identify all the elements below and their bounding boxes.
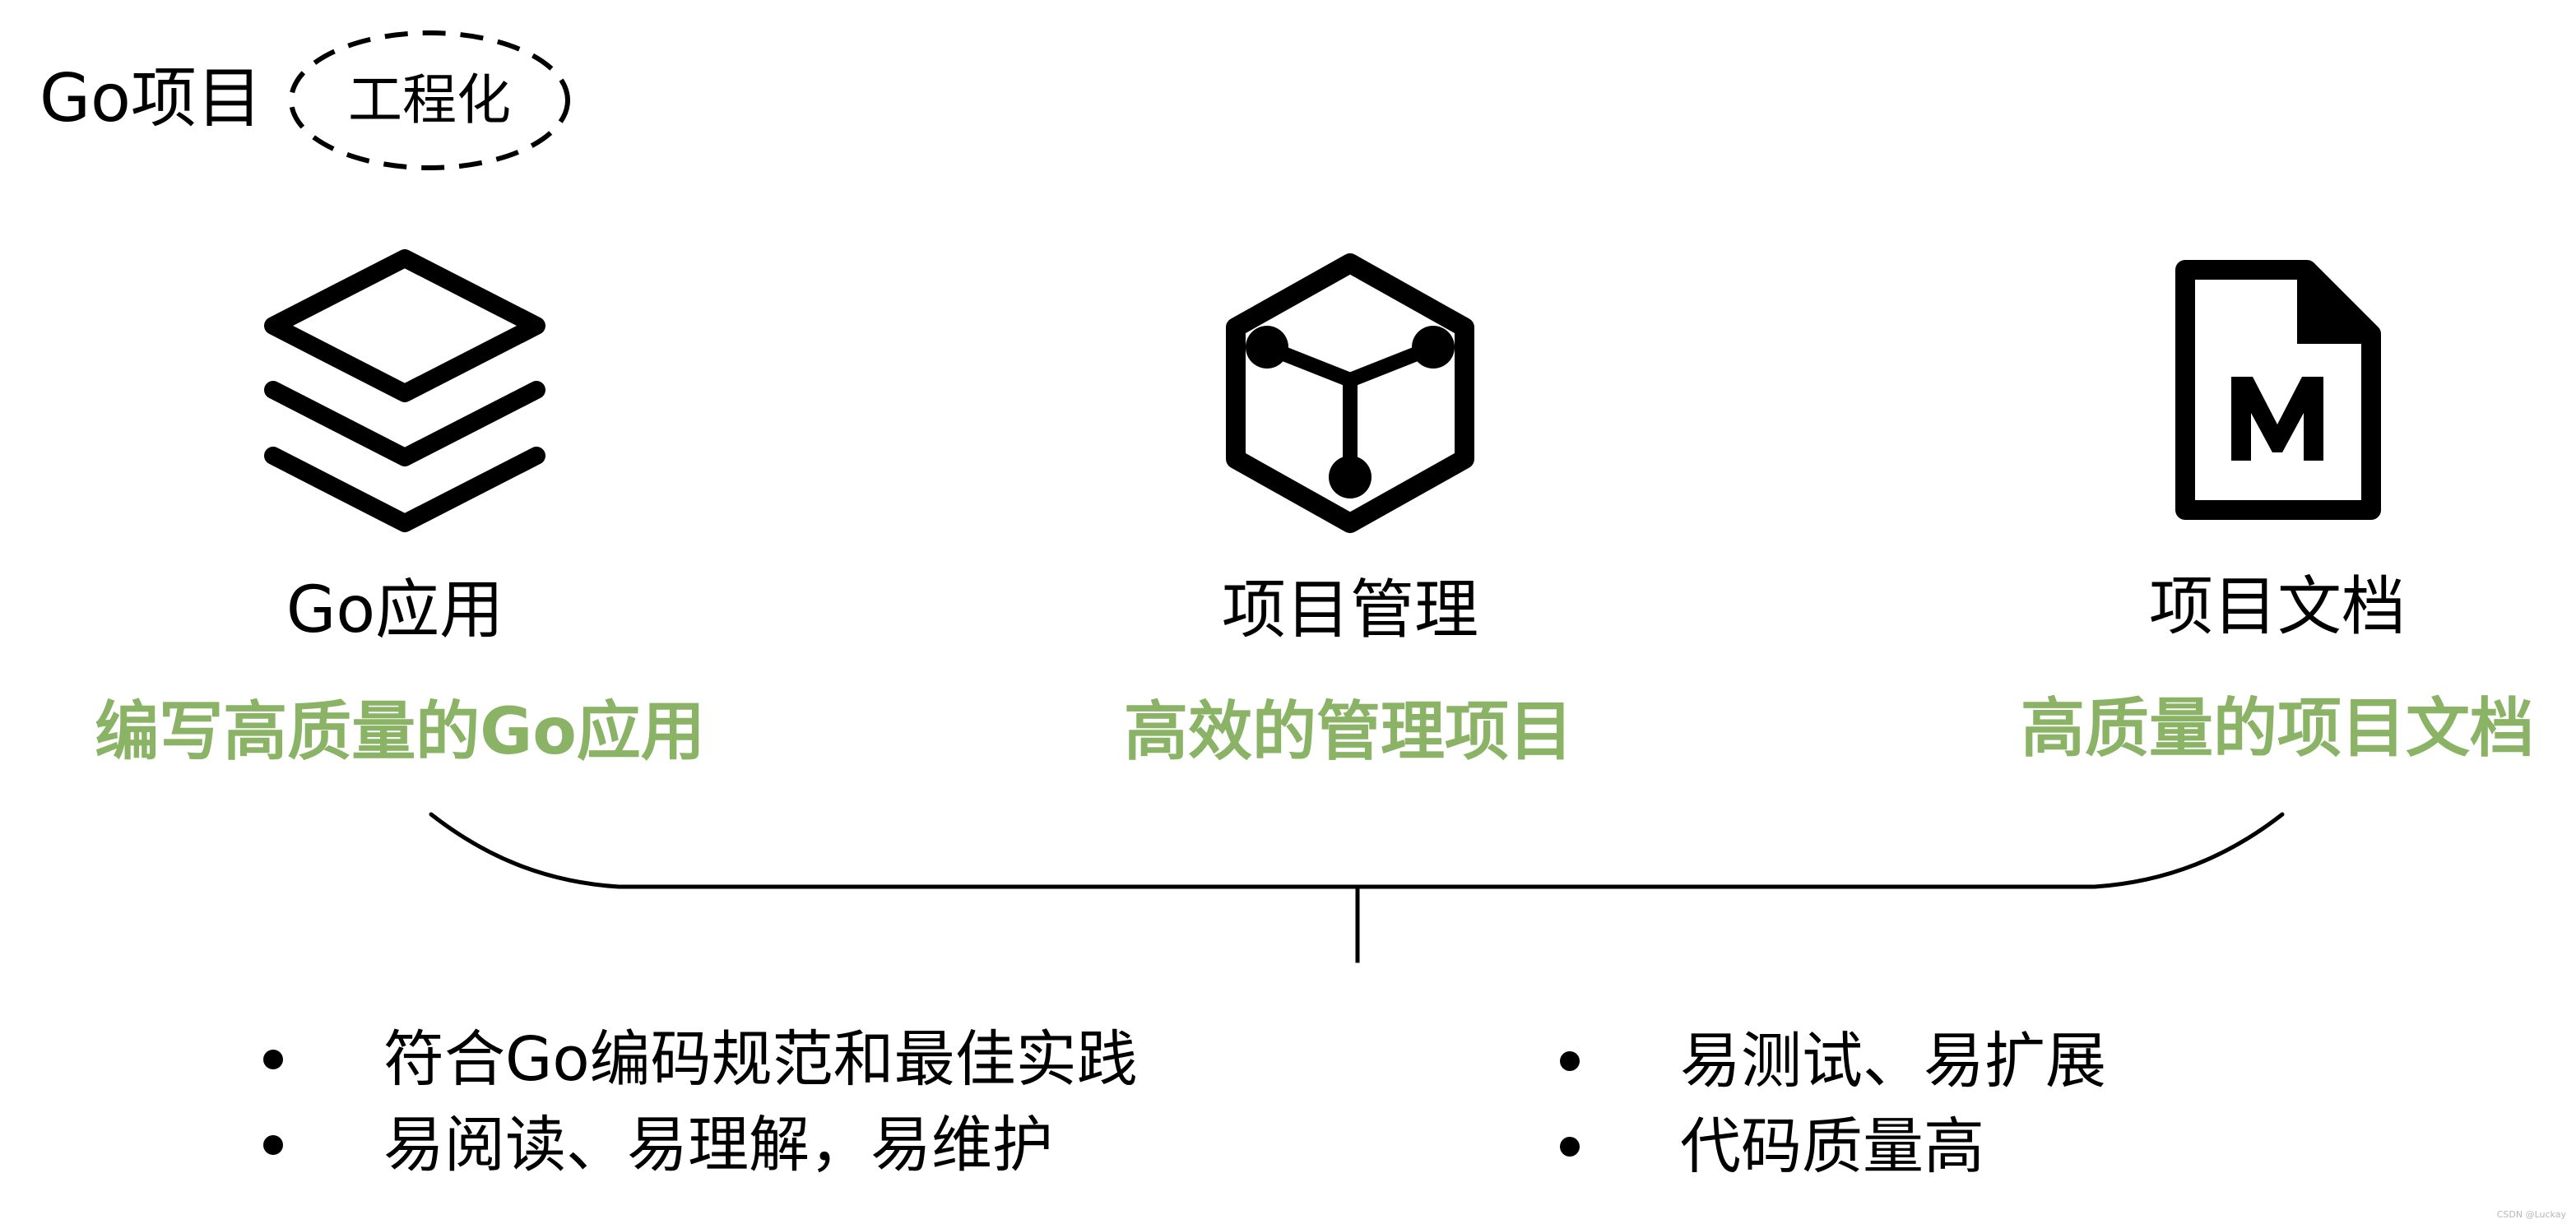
dashed-ellipse: [289, 30, 570, 170]
list-item: 易测试、易扩展: [1560, 1018, 2465, 1104]
column-subtitle-project-management: 高效的管理项目: [1123, 695, 1573, 769]
bullet-icon: [1560, 1051, 1580, 1071]
list-item: 符合Go编码规范和最佳实践: [263, 1017, 1333, 1102]
column-subtitle-go-app: 编写高质量的Go应用: [95, 695, 705, 769]
cube-nodes-icon: [1226, 253, 1474, 533]
bullet-list-right: 易测试、易扩展 代码质量高: [1560, 1018, 2465, 1189]
list-item: 代码质量高: [1560, 1104, 2465, 1189]
bullet-icon: [263, 1135, 283, 1155]
page-title: Go项目: [39, 60, 262, 137]
watermark: CSDN @Luckay: [2496, 1209, 2566, 1220]
engineering-tag: 工程化: [348, 68, 511, 132]
markdown-file-icon: [2175, 260, 2381, 520]
list-item: 易阅读、易理解，易维护: [263, 1102, 1333, 1188]
column-label-project-management: 项目管理: [1221, 573, 1478, 647]
bullet-icon: [263, 1050, 283, 1069]
bullet-icon: [1560, 1137, 1580, 1157]
bullet-list-left: 符合Go编码规范和最佳实践 易阅读、易理解，易维护: [263, 1017, 1333, 1188]
column-label-project-docs: 项目文档: [2148, 570, 2406, 644]
column-subtitle-project-docs: 高质量的项目文档: [2020, 692, 2534, 766]
column-label-go-app: Go应用: [285, 573, 504, 647]
layers-icon: [264, 249, 545, 532]
